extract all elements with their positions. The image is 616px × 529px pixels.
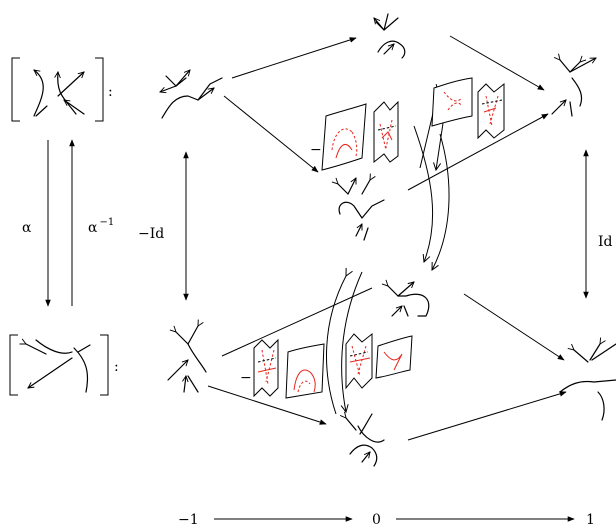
neg-id-label: −Id (138, 226, 164, 242)
colon-bottom: : (114, 359, 119, 375)
alpha-arrows: α α−1 (22, 139, 114, 307)
id-arrow: Id (583, 149, 613, 299)
cobordism-sketch-bottom-right (345, 332, 413, 390)
minus-sign-top: − (310, 142, 322, 158)
cube-edges (207, 35, 567, 441)
crossing-col0-upper-mid (338, 178, 385, 241)
resolution-axis: −1 0 1 (178, 512, 595, 528)
alpha-inverse-label: α−1 (88, 217, 114, 236)
neg-id-arrow: −Id (138, 151, 189, 301)
id-label: Id (598, 234, 613, 250)
crossing-col1-top (551, 58, 596, 117)
crossing-col0-lower-mid (388, 282, 430, 317)
crossing-col0-bottom (346, 414, 385, 467)
crossing-col0-top (374, 13, 406, 59)
axis-label-1: 1 (586, 512, 595, 528)
axis-label-0: 0 (372, 512, 381, 528)
top-bracket-crossing: : (11, 57, 113, 122)
crossing-col1-bottom (559, 344, 616, 421)
saddle-double-arrows (326, 90, 450, 415)
cobordism-sketch-top-right (431, 77, 505, 140)
crossing-top-minus1 (160, 70, 223, 119)
bottom-bracket-crossing: : (9, 334, 119, 396)
alpha-label: α (22, 220, 32, 236)
minus-sign-bottom: − (240, 370, 252, 386)
crossing-bottom-minus1 (167, 326, 207, 393)
axis-label-minus1: −1 (178, 512, 199, 528)
colon-top: : (108, 84, 113, 100)
cobordism-sketch-top-left: − (310, 100, 399, 171)
cobordism-sketch-bottom-left: − (240, 338, 325, 399)
